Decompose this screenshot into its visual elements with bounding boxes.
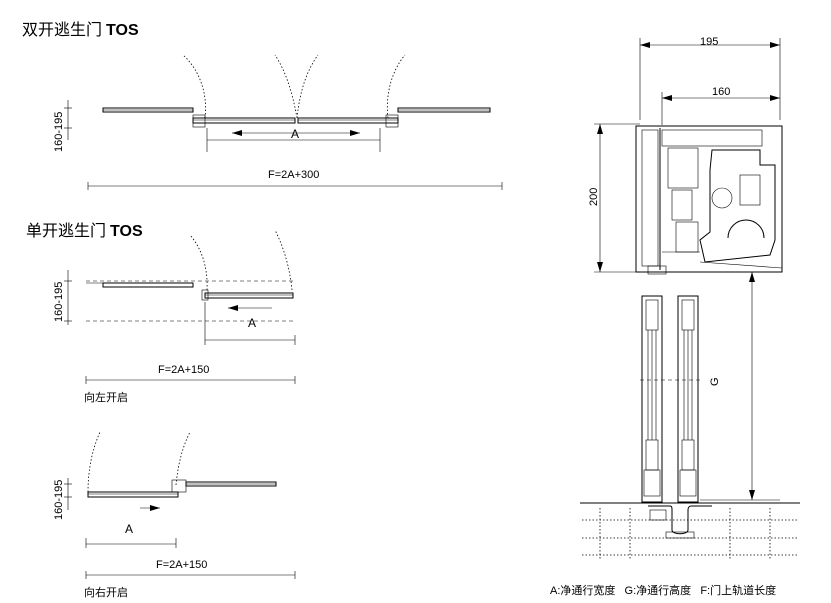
- floor-slab: [580, 502, 800, 560]
- single-sliding-leaf: [204, 292, 294, 299]
- right-caption: 向右开启: [84, 585, 128, 599]
- single-side-dim: 160-195: [53, 282, 65, 322]
- double-a-label: A: [291, 127, 299, 141]
- single-formula: F=2A+150: [158, 364, 209, 376]
- door-leaf-right: [677, 295, 699, 503]
- legend: A:净通行宽度 G:净通行高度 F:门上轨道长度: [550, 583, 776, 597]
- sliding-leaf-right: [297, 117, 399, 124]
- single-caption: 向左开启: [84, 390, 128, 404]
- dim-inner: 160: [712, 86, 730, 98]
- dim-total: 195: [700, 36, 718, 48]
- dim-g: G: [709, 377, 721, 386]
- door-leaf-left: [641, 295, 663, 503]
- sliding-leaf-left: [192, 117, 296, 124]
- section-view: 195 160 200: [580, 36, 800, 560]
- double-side-dim: 160-195: [53, 112, 65, 152]
- right-swing-arc-2: [175, 431, 191, 486]
- right-side-dim: 160-195: [53, 480, 65, 520]
- floor-guide: [648, 505, 712, 535]
- roller-profile: [699, 149, 776, 263]
- double-formula: F=2A+300: [268, 169, 319, 181]
- single-swing-arc-1: [189, 234, 208, 291]
- single-a-label: A: [248, 316, 256, 330]
- right-swing-arc-1: [87, 431, 101, 493]
- track-housing: [635, 125, 783, 273]
- swing-arc-3: [296, 54, 319, 119]
- single-fixed-panel: [102, 282, 194, 288]
- right-formula: F=2A+150: [156, 559, 207, 571]
- swing-arc-2: [274, 54, 298, 119]
- single-door-right-plan: A 160-195 F=2A+150 向右开启: [53, 431, 296, 599]
- single-swing-arc-2: [274, 229, 293, 291]
- dim-height: 200: [588, 188, 600, 206]
- right-sliding-leaf: [87, 491, 179, 498]
- right-a-label: A: [125, 522, 133, 536]
